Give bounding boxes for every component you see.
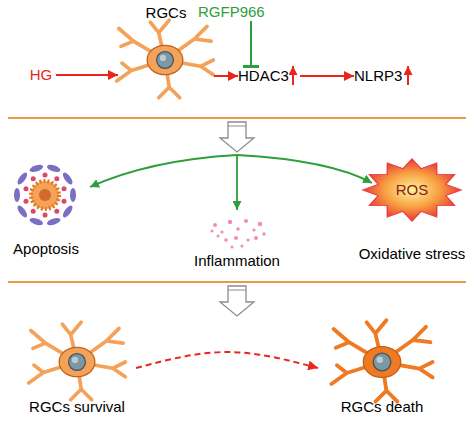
molecule bbox=[24, 199, 29, 204]
connector-arrow bbox=[250, 21, 252, 67]
process-node: RGCs survival bbox=[18, 318, 136, 418]
block-arrow-stripe bbox=[228, 126, 246, 127]
node-label: ROS bbox=[350, 181, 474, 199]
node-label: HDAC3 bbox=[238, 67, 300, 85]
molecule bbox=[29, 217, 44, 227]
process-node: RGFP966 bbox=[198, 3, 264, 21]
apoptotic-core bbox=[39, 189, 51, 201]
block-arrow bbox=[220, 122, 254, 152]
molecule bbox=[29, 163, 44, 173]
molecule bbox=[61, 204, 74, 219]
molecule bbox=[61, 171, 74, 186]
apoptosis-cell bbox=[14, 163, 76, 226]
process-node: Apoptosis bbox=[0, 150, 92, 260]
node-label: Oxidative stress bbox=[350, 245, 474, 263]
cytokine-dot bbox=[258, 222, 262, 226]
block-arrow bbox=[220, 286, 254, 316]
cytokine-dot bbox=[254, 236, 258, 240]
split-arrow bbox=[237, 155, 372, 183]
cytokine-dot bbox=[217, 235, 220, 238]
apoptotic-body bbox=[31, 181, 59, 209]
cytokine-dot bbox=[220, 230, 223, 233]
process-node: RGCs death bbox=[318, 318, 446, 418]
connector-arrow bbox=[56, 74, 118, 76]
cytokine-dot bbox=[246, 238, 249, 241]
split-arrow bbox=[90, 155, 237, 187]
cytokine-dot bbox=[213, 223, 217, 227]
node-label: HG bbox=[26, 66, 56, 84]
node-label: RGCs death bbox=[318, 398, 446, 416]
cytokine-dot bbox=[240, 244, 243, 247]
cytokine-dot bbox=[228, 220, 232, 224]
cytokine-dot bbox=[231, 246, 234, 249]
molecule bbox=[62, 186, 67, 191]
molecule bbox=[54, 176, 59, 181]
process-node: ROS Oxidative stress bbox=[350, 150, 474, 265]
increase-arrow bbox=[292, 66, 294, 85]
molecule bbox=[46, 163, 61, 173]
separator-line bbox=[8, 281, 466, 283]
node-label: RGCs survival bbox=[18, 398, 136, 416]
molecule bbox=[43, 213, 48, 218]
node-label: Inflammation bbox=[180, 252, 294, 270]
block-arrow-stripe bbox=[228, 290, 246, 291]
connector-arrow bbox=[300, 75, 354, 77]
dying-rgc-cell bbox=[331, 320, 432, 401]
node-label: NLRP3 bbox=[354, 67, 416, 85]
molecule bbox=[54, 209, 59, 214]
molecule bbox=[43, 173, 48, 178]
connector-arrow bbox=[136, 352, 318, 368]
molecule bbox=[31, 176, 36, 181]
connector-arrow bbox=[214, 75, 238, 77]
molecule bbox=[24, 186, 29, 191]
rgc-cell bbox=[29, 322, 126, 400]
node-label: RGFP966 bbox=[198, 3, 264, 21]
split-arrow bbox=[236, 155, 238, 210]
process-node: NLRP3 bbox=[354, 67, 416, 85]
cytokine-dot bbox=[224, 238, 228, 242]
rgc-cell bbox=[117, 20, 214, 98]
cytokine-dot bbox=[236, 227, 240, 231]
process-node: HDAC3 bbox=[238, 67, 300, 85]
molecule bbox=[31, 209, 36, 214]
molecule bbox=[16, 171, 29, 186]
molecule bbox=[46, 217, 61, 227]
molecule bbox=[16, 204, 29, 219]
cytokine-dot bbox=[262, 232, 265, 235]
inflammation-dots bbox=[211, 219, 266, 249]
cytokine-dot bbox=[234, 236, 238, 240]
cytokine-dot bbox=[244, 219, 248, 223]
node-label: Apoptosis bbox=[0, 240, 92, 258]
molecule bbox=[14, 188, 20, 202]
process-node: Inflammation bbox=[180, 212, 294, 272]
cytokine-dot bbox=[252, 228, 255, 231]
increase-arrow bbox=[407, 66, 409, 85]
process-node: HG bbox=[26, 66, 56, 84]
cytokine-dot bbox=[211, 230, 214, 233]
molecule bbox=[70, 188, 76, 202]
molecule bbox=[62, 199, 67, 204]
separator-line bbox=[8, 117, 466, 119]
